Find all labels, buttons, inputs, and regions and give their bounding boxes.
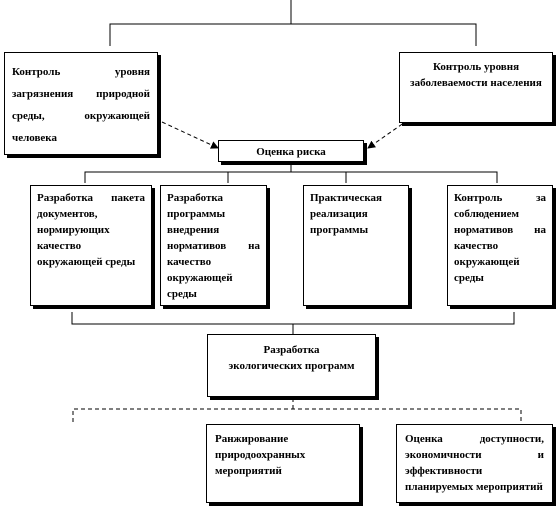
- gather-bracket: [71, 312, 515, 325]
- program-implementation-label: Практическая реализация программы: [310, 192, 382, 236]
- pollution-control-label: Контроль уровня загрязнения природной ср…: [12, 66, 150, 144]
- accessibility-assessment-box: Оценка доступности, экономичности и эффе…: [396, 424, 553, 503]
- bottom-bracket: [72, 408, 522, 422]
- pollution-control-box: Контроль уровня загрязнения природной ср…: [4, 52, 158, 155]
- standards-program-box: Разработка программы внедрения нормативо…: [160, 185, 267, 306]
- documents-package-label: Разработка пакета документов, нормирующи…: [37, 192, 145, 268]
- risk-assessment-label: Оценка риска: [256, 146, 326, 158]
- ecological-program-box: Разработка экологических программ: [207, 334, 376, 397]
- ranking-measures-box: Ранжирование природоохранных мероприятий: [206, 424, 360, 503]
- accessibility-assessment-label: Оценка доступности, экономичности и эффе…: [405, 433, 544, 493]
- risk-bracket: [84, 171, 498, 183]
- risk-assessment-box: Оценка риска: [218, 140, 364, 162]
- arrow-morbidity-to-risk: [367, 119, 409, 149]
- morbidity-control-label: Контроль уровня заболеваемости населения: [410, 61, 542, 89]
- standards-program-label: Разработка программы внедрения нормативо…: [167, 192, 260, 300]
- compliance-control-label: Контроль за соблюдением нормативов на ка…: [454, 192, 546, 284]
- top-bracket: [109, 23, 477, 46]
- documents-package-box: Разработка пакета документов, нормирующи…: [30, 185, 152, 306]
- program-implementation-box: Практическая реализация программы: [303, 185, 409, 306]
- morbidity-control-box: Контроль уровня заболеваемости населения: [399, 52, 553, 123]
- arrow-pollution-to-risk: [161, 121, 219, 149]
- compliance-control-box: Контроль за соблюдением нормативов на ка…: [447, 185, 553, 306]
- ecological-program-label: Разработка экологических программ: [228, 344, 355, 372]
- ranking-measures-label: Ранжирование природоохранных мероприятий: [215, 433, 306, 477]
